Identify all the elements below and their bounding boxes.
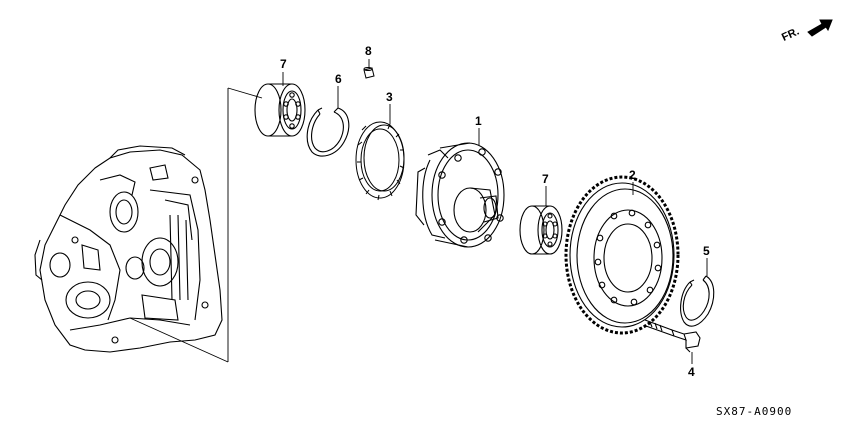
ball-bearing-lower bbox=[519, 205, 563, 255]
snap-ring-lower bbox=[680, 275, 715, 327]
pin bbox=[363, 67, 375, 79]
thrust-shim bbox=[355, 121, 405, 201]
ball-bearing-upper bbox=[254, 83, 306, 137]
callout-3: 3 bbox=[386, 90, 393, 104]
callout-8: 8 bbox=[365, 44, 372, 58]
snap-ring-upper bbox=[306, 107, 350, 157]
bolt bbox=[644, 319, 701, 353]
transmission-housing bbox=[34, 145, 223, 353]
differential-carrier bbox=[415, 142, 505, 248]
callout-7-upper: 7 bbox=[280, 57, 287, 71]
callout-5: 5 bbox=[703, 244, 710, 258]
callout-6: 6 bbox=[335, 72, 342, 86]
diagram-code: SX87-A0900 bbox=[716, 405, 793, 418]
callout-2: 2 bbox=[629, 168, 636, 182]
front-direction-arrow bbox=[807, 19, 833, 37]
bracket-lines bbox=[129, 87, 263, 363]
callout-7-lower: 7 bbox=[542, 172, 549, 186]
callout-1: 1 bbox=[475, 114, 482, 128]
callout-4: 4 bbox=[688, 365, 695, 379]
callout-leaders bbox=[282, 59, 708, 364]
final-driven-gear bbox=[564, 175, 680, 335]
